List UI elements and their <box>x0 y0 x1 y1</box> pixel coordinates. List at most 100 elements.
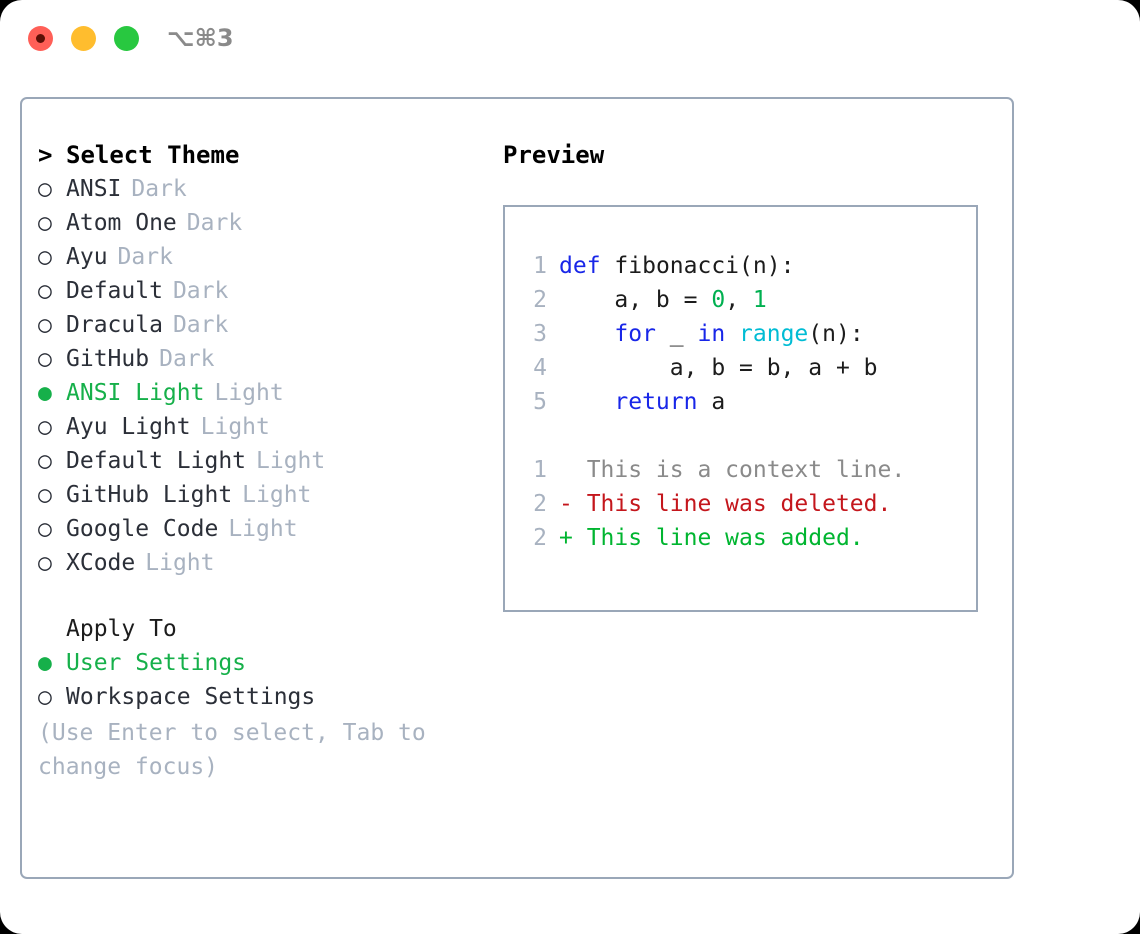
apply-to-option[interactable]: ○ Workspace Settings <box>38 680 488 714</box>
radio-unselected-icon[interactable]: ○ <box>38 176 52 202</box>
radio-selected-icon[interactable]: ● <box>38 380 52 406</box>
radio-selected-icon[interactable]: ● <box>38 650 52 676</box>
theme-name: Google Code <box>66 516 219 542</box>
radio-unselected-icon[interactable]: ○ <box>38 244 52 270</box>
theme-variant-tag: Dark <box>172 278 229 304</box>
theme-list-item[interactable]: ○ Atom One Dark <box>38 206 488 240</box>
code-line: 3 for _ in range(n): <box>521 317 905 351</box>
code-token: def <box>559 253 601 279</box>
radio-unselected-icon[interactable]: ○ <box>38 550 52 576</box>
theme-variant-tag: Light <box>200 414 270 440</box>
radio-unselected-icon[interactable]: ○ <box>38 278 52 304</box>
line-number: 2 <box>533 491 547 517</box>
code-token: fibonacci <box>614 253 740 279</box>
code-line: 5 return a <box>521 385 905 419</box>
theme-list-item[interactable]: ○ GitHub Light Light <box>38 478 488 512</box>
minimize-button[interactable] <box>71 26 96 51</box>
apply-to-header-label: Apply To <box>66 616 177 642</box>
code-token: a, b = b, a + b <box>559 355 878 381</box>
radio-unselected-icon[interactable]: ○ <box>38 414 52 440</box>
radio-unselected-icon[interactable]: ○ <box>38 210 52 236</box>
radio-unselected-icon[interactable]: ○ <box>38 312 52 338</box>
apply-to-header: ○ Apply To <box>38 612 488 646</box>
code-token: 1 <box>752 287 767 313</box>
diff-text: This is a context line. <box>559 457 906 483</box>
theme-list-item[interactable]: ○ Ayu Dark <box>38 240 488 274</box>
traffic-light-group <box>28 26 139 51</box>
theme-name: Ayu <box>66 244 108 270</box>
code-token: range <box>739 321 809 347</box>
title-bar: ⌥⌘3 <box>0 0 1140 76</box>
theme-variant-tag: Light <box>242 482 312 508</box>
code-token: a <box>697 389 726 415</box>
code-line: 1 def fibonacci(n): <box>521 249 905 283</box>
line-number: 4 <box>533 355 547 381</box>
theme-name: ANSI <box>66 176 122 202</box>
code-token <box>559 321 614 347</box>
line-number: 2 <box>533 287 547 313</box>
radio-unselected-icon[interactable]: ○ <box>38 448 52 474</box>
code-line: 2 a, b = 0, 1 <box>521 283 905 317</box>
line-number: 5 <box>533 389 547 415</box>
chevron-right-icon: > <box>38 141 53 169</box>
code-blank-line <box>521 419 905 453</box>
theme-name: GitHub Light <box>66 482 233 508</box>
theme-name: XCode <box>66 550 136 576</box>
code-token <box>601 253 615 279</box>
preview-title: Preview <box>503 141 605 169</box>
apply-to-list: ● User Settings ○ Workspace Settings <box>38 646 488 714</box>
radio-unselected-icon[interactable]: ○ <box>38 516 52 542</box>
theme-name: Dracula <box>66 312 163 338</box>
code-token: (n): <box>808 321 864 347</box>
line-number: 1 <box>533 457 547 483</box>
window-title: ⌥⌘3 <box>167 24 234 52</box>
apply-to-label: User Settings <box>66 650 247 676</box>
code-token: _ <box>655 321 698 347</box>
theme-name: ANSI Light <box>66 380 205 406</box>
radio-unselected-icon[interactable]: ○ <box>38 482 52 508</box>
theme-variant-tag: Dark <box>117 244 173 270</box>
theme-variant-tag: Light <box>228 516 298 542</box>
code-token <box>725 321 739 347</box>
line-number: 3 <box>533 321 547 347</box>
theme-variant-tag: Dark <box>159 346 215 372</box>
theme-name: Ayu Light <box>66 414 191 440</box>
theme-list-item[interactable]: ○ Default Dark <box>38 274 488 308</box>
code-token: 0 <box>711 287 726 313</box>
theme-name: Default Light <box>66 448 247 474</box>
code-token: return <box>614 389 698 415</box>
close-button[interactable] <box>28 26 53 51</box>
apply-to-label: Workspace Settings <box>66 684 316 710</box>
diff-line: 2+ This line was added. <box>521 521 905 555</box>
theme-variant-tag: Dark <box>186 210 243 236</box>
radio-unselected-icon[interactable]: ○ <box>38 684 52 710</box>
code-token <box>559 389 614 415</box>
apply-to-option[interactable]: ● User Settings <box>38 646 488 680</box>
theme-variant-tag: Light <box>214 380 284 406</box>
diff-text: - This line was deleted. <box>559 491 892 517</box>
code-line: 4 a, b = b, a + b <box>521 351 905 385</box>
radio-unselected-icon[interactable]: ○ <box>38 346 52 372</box>
theme-name: Atom One <box>66 210 177 236</box>
theme-list-item[interactable]: ● ANSI Light Light <box>38 376 488 410</box>
section-spacer <box>38 580 488 612</box>
theme-list-item[interactable]: ○ Ayu Light Light <box>38 410 488 444</box>
theme-list-item[interactable]: ○ Google Code Light <box>38 512 488 546</box>
maximize-button[interactable] <box>114 26 139 51</box>
theme-name: Default <box>66 278 163 304</box>
code-token: for <box>614 321 656 347</box>
theme-picker-header: > Select Theme <box>38 138 488 172</box>
code-token: in <box>697 321 726 347</box>
line-number: 1 <box>533 253 547 279</box>
code-token: (n): <box>739 253 795 279</box>
